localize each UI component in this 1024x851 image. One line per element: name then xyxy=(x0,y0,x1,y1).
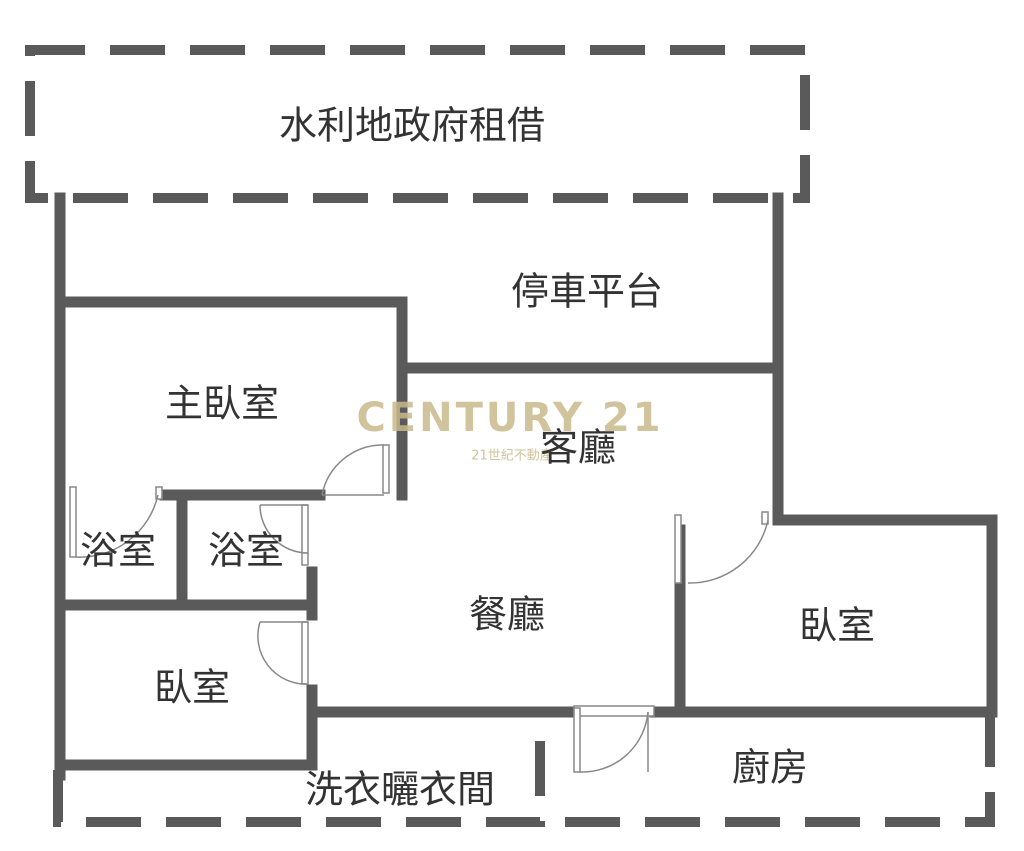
left-bedroom-door xyxy=(257,621,309,685)
kitchen-entry-door xyxy=(573,705,655,773)
label-dining-room: 餐廳 xyxy=(469,593,545,637)
bathroom2-door xyxy=(259,504,309,566)
label-bedroom-right: 臥室 xyxy=(799,604,875,648)
rental-area-outline xyxy=(25,45,810,203)
master-bedroom-door xyxy=(321,444,390,496)
century21-watermark: CENTURY 21 21世紀不動產 xyxy=(356,395,663,464)
label-parking: 停車平台 xyxy=(511,270,663,314)
walls xyxy=(54,192,998,781)
bathroom1-door xyxy=(69,486,163,558)
label-bedroom-left: 臥室 xyxy=(154,666,230,710)
label-living-room: 客廳 xyxy=(540,426,616,470)
label-water-rental: 水利地政府租借 xyxy=(279,104,545,148)
watermark-brand: CENTURY 21 xyxy=(356,395,663,441)
doors xyxy=(69,444,769,773)
kitchen-outline xyxy=(565,715,995,827)
label-bathroom-2: 浴室 xyxy=(208,529,284,573)
dashed-outlines xyxy=(25,45,995,827)
label-bathroom-1: 浴室 xyxy=(80,529,156,573)
right-bedroom-door xyxy=(674,511,769,584)
room-labels: 水利地政府租借 停車平台 主臥室 客廳 浴室 浴室 餐廳 臥室 臥室 洗衣曬衣間… xyxy=(80,104,875,812)
label-master-bedroom: 主臥室 xyxy=(165,382,279,426)
label-kitchen: 廚房 xyxy=(732,746,808,790)
watermark-tagline: 21世紀不動產 xyxy=(471,448,553,464)
label-laundry: 洗衣曬衣間 xyxy=(305,768,495,812)
laundry-outline xyxy=(53,715,545,827)
